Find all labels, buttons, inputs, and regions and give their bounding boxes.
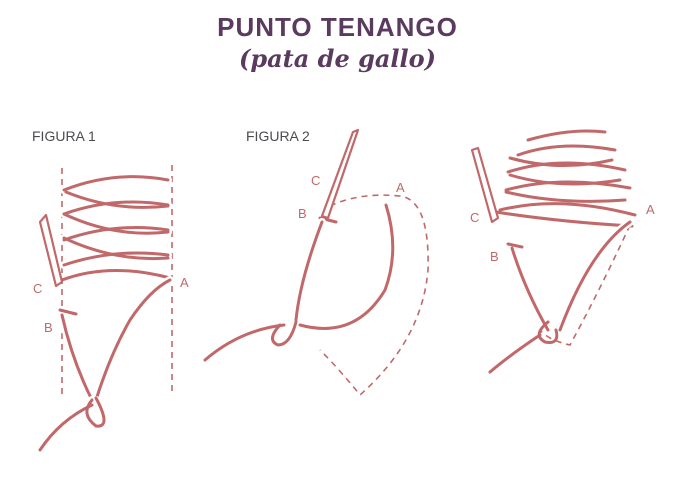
figure-1-point-b: B xyxy=(44,320,53,335)
figure-2-label: FIGURA 2 xyxy=(246,128,310,144)
figure-1-thread-left xyxy=(60,313,94,402)
figure-3-thread-tail xyxy=(488,333,542,374)
figure-3-point-c: C xyxy=(470,210,479,225)
figure-2-point-c: C xyxy=(311,173,320,188)
figure-3-guide xyxy=(539,224,631,346)
figure-1-needle xyxy=(38,213,64,288)
page-title: PUNTO TENANGO xyxy=(217,12,458,42)
figure-2-thread-tail xyxy=(203,323,286,362)
page-subtitle: (pata de gallo) xyxy=(238,44,436,73)
figure-2-point-a: A xyxy=(396,180,405,195)
figure-3-point-b: B xyxy=(490,249,499,264)
figure-1-point-c: C xyxy=(33,281,42,296)
figure-2-point-b: B xyxy=(298,206,307,221)
figure-3-stitch-cluster xyxy=(494,129,637,228)
figure-3-point-a: A xyxy=(646,202,655,217)
figure-1-thread-tail xyxy=(38,403,94,452)
figure-2-needle xyxy=(320,128,360,220)
figure-1-label: FIGURA 1 xyxy=(32,128,96,144)
figure-1-thread-right xyxy=(94,278,172,402)
figure-3-thread-right xyxy=(558,220,632,332)
figure-3-illustration: A B C xyxy=(470,129,655,374)
figure-2-loop xyxy=(271,320,298,347)
figure-2-thread-arc xyxy=(298,203,395,330)
figure-2-guide xyxy=(319,194,429,397)
figure-1-point-a: A xyxy=(180,275,189,290)
figure-3-needle xyxy=(470,146,500,224)
figure-1-illustration: A B C xyxy=(33,165,189,454)
figure-2-thread-left xyxy=(294,220,324,322)
figure-3-loop xyxy=(537,320,559,344)
figure-3-thread-left xyxy=(510,246,550,332)
figure-1-crossed-stitches xyxy=(60,172,172,282)
figure-2-illustration: A B C xyxy=(203,128,429,397)
